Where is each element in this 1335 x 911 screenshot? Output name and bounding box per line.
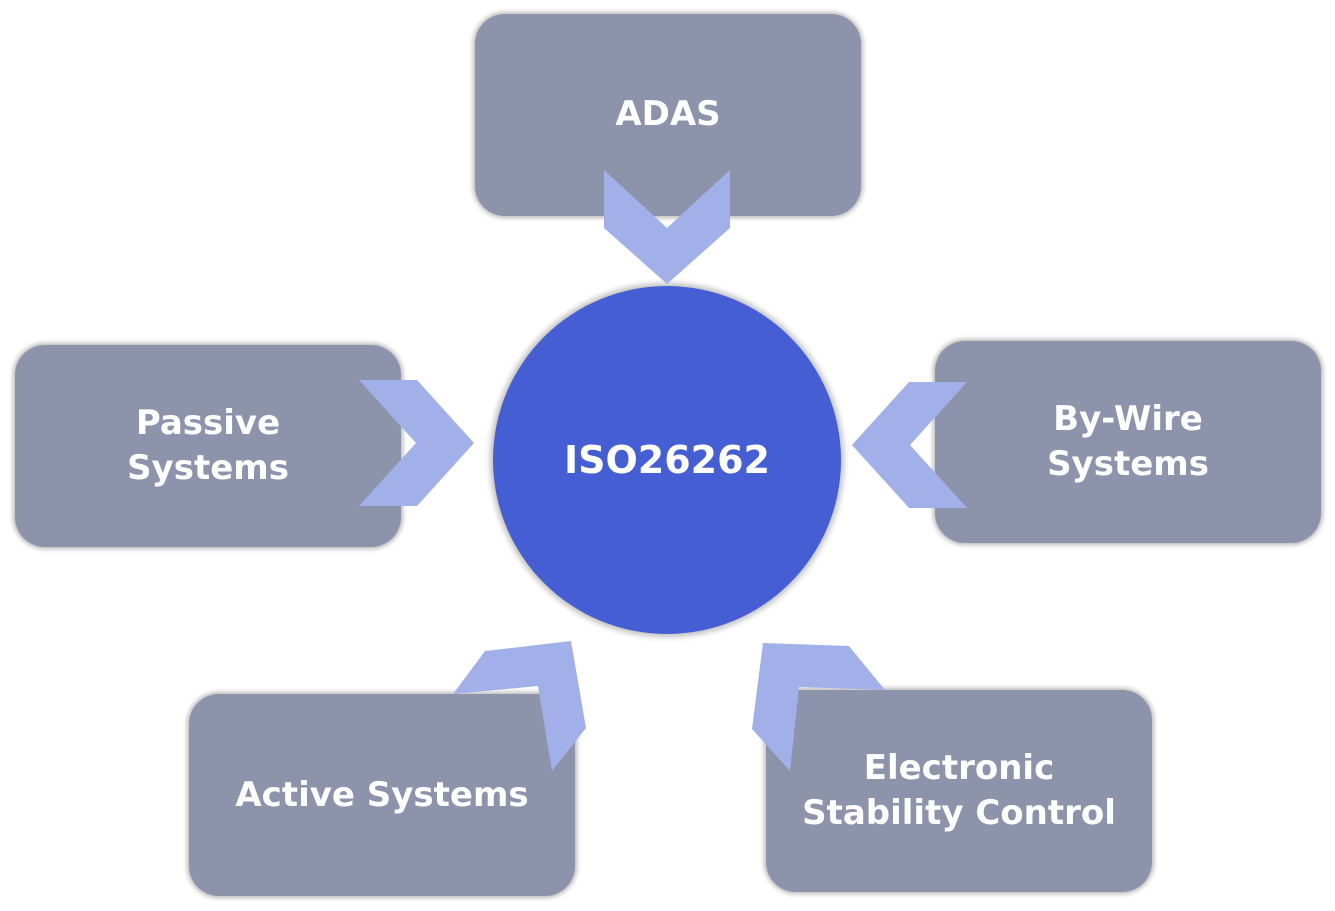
node-adas-label: ADAS [615, 94, 721, 134]
center-hub-iso26262: ISO26262 [493, 286, 841, 634]
node-by-wire-systems-label: By-Wire Systems [1047, 399, 1209, 484]
node-by-wire-systems: By-Wire Systems [935, 341, 1321, 543]
node-adas: ADAS [475, 14, 861, 216]
center-hub-label: ISO26262 [563, 437, 770, 482]
node-passive-systems-label: Passive Systems [127, 403, 289, 488]
node-electronic-stability-control-label: Electronic Stability Control [802, 748, 1116, 833]
node-active-systems: Active Systems [189, 694, 575, 896]
node-electronic-stability-control: Electronic Stability Control [766, 690, 1152, 892]
node-passive-systems: Passive Systems [15, 345, 401, 547]
node-active-systems-label: Active Systems [235, 774, 529, 815]
